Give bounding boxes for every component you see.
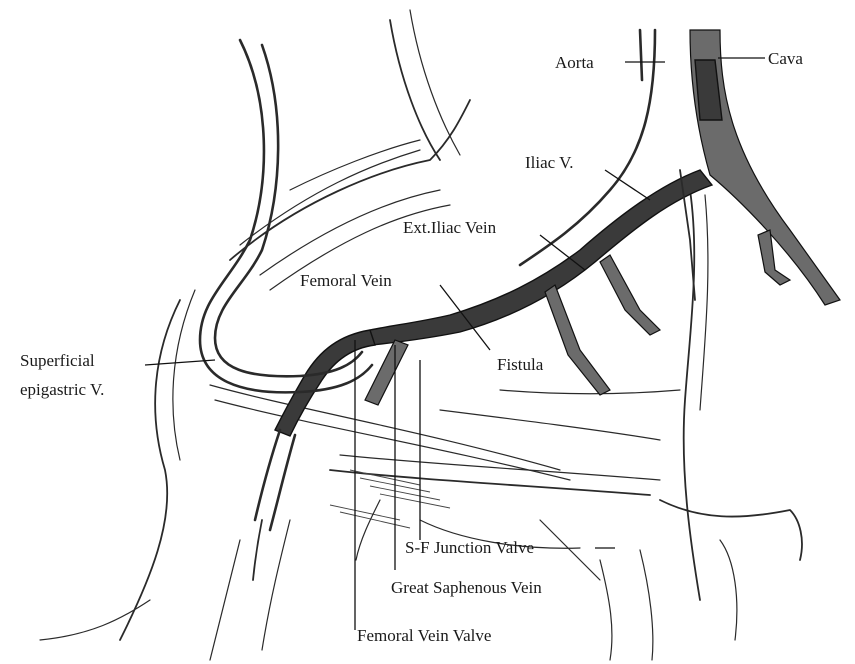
label-aorta: Aorta: [555, 53, 594, 72]
label-superficial-line2: epigastric V.: [20, 380, 104, 399]
label-superficial-line1: Superficial: [20, 351, 95, 370]
femoral-junction: [253, 330, 408, 580]
iliac-vein-system: [370, 170, 790, 395]
label-femoral-vein: Femoral Vein: [300, 271, 392, 290]
label-fistula: Fistula: [497, 355, 544, 374]
labels: Aorta Cava Iliac V. Ext.Iliac Vein Femor…: [20, 49, 803, 645]
label-iliac-v: Iliac V.: [525, 153, 573, 172]
label-great-saphenous-vein: Great Saphenous Vein: [391, 578, 542, 597]
label-femoral-vein-valve: Femoral Vein Valve: [357, 626, 491, 645]
label-ext-iliac-vein: Ext.Iliac Vein: [403, 218, 497, 237]
label-cava: Cava: [768, 49, 803, 68]
label-sf-junction-valve: S-F Junction Valve: [405, 538, 534, 557]
